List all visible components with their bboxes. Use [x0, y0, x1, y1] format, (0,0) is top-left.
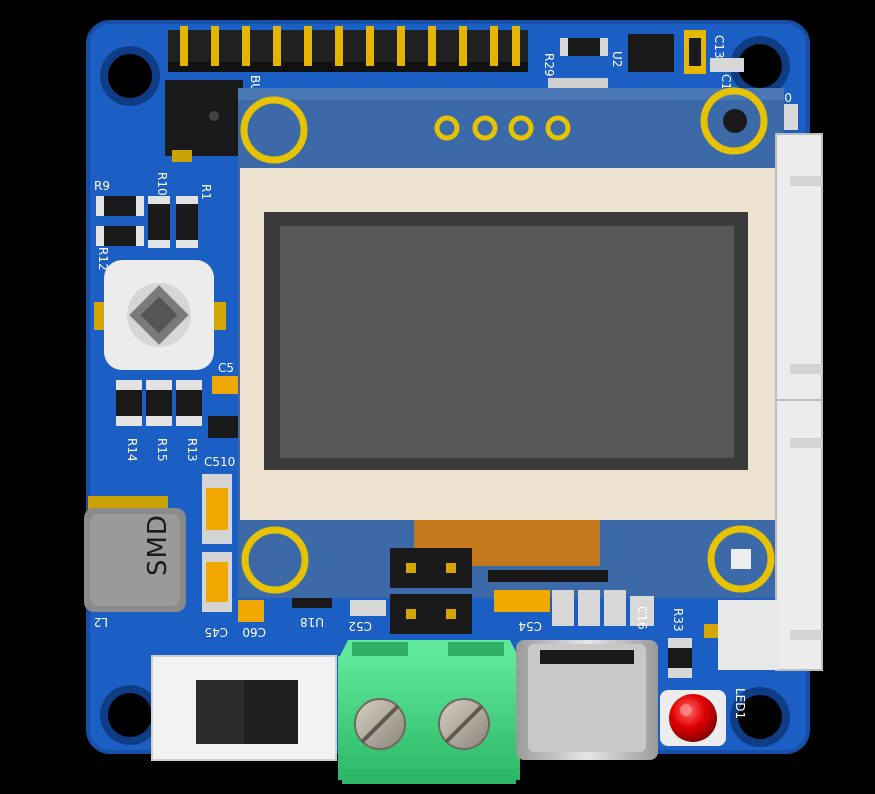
tantalum-capacitors — [202, 474, 264, 622]
label-c16: C16 — [635, 606, 649, 630]
lcd-module — [238, 87, 784, 598]
label-u2: U2 — [610, 51, 624, 67]
mounting-hole-top-left — [100, 46, 160, 106]
pin-header-small — [390, 548, 472, 634]
label-r33: R33 — [671, 608, 685, 632]
inductor-smd: SMD — [84, 496, 186, 612]
label-r29: R29 — [542, 53, 556, 77]
label-r14: R14 — [125, 438, 139, 462]
inductor-label: SMD — [143, 514, 173, 576]
usb-c-connector — [516, 640, 658, 760]
label-c5: C5 — [218, 361, 234, 375]
cap-c5 — [212, 376, 240, 394]
label-c13: C13 — [712, 35, 726, 59]
label-l2: L2 — [94, 615, 108, 629]
label-led1: LED1 — [733, 688, 747, 719]
label-c60: C60 — [242, 625, 266, 639]
label-r12: R12 — [96, 247, 110, 271]
label-bu: BU — [248, 75, 262, 92]
label-c52: C52 — [348, 619, 372, 633]
label-r10: R10 — [155, 172, 169, 196]
ic-small-left — [208, 416, 240, 438]
label-r15: R15 — [155, 438, 169, 462]
smd-components-bottom — [292, 570, 718, 678]
screw-terminal-block — [338, 640, 520, 784]
label-c45: C45 — [204, 625, 228, 639]
led-red — [660, 690, 726, 746]
joystick-switch — [94, 260, 226, 370]
slide-switch — [151, 655, 337, 761]
mounting-hole-bottom-left — [100, 685, 160, 745]
mounting-hole-top-right — [730, 36, 790, 96]
label-r1: R1 — [199, 184, 213, 200]
pin-header-top — [168, 26, 528, 72]
label-r9: R9 — [94, 179, 110, 193]
label-c510: C510 — [204, 455, 235, 469]
buzzer — [165, 80, 243, 162]
mounting-hole-bottom-right — [730, 687, 790, 747]
resistor-array-left-bottom — [116, 380, 202, 426]
resistor-array-left-top — [96, 196, 198, 248]
label-u18: U18 — [300, 615, 324, 629]
label-c54: C54 — [518, 619, 542, 633]
label-r13: R13 — [185, 438, 199, 462]
jst-connector-right — [718, 133, 823, 671]
